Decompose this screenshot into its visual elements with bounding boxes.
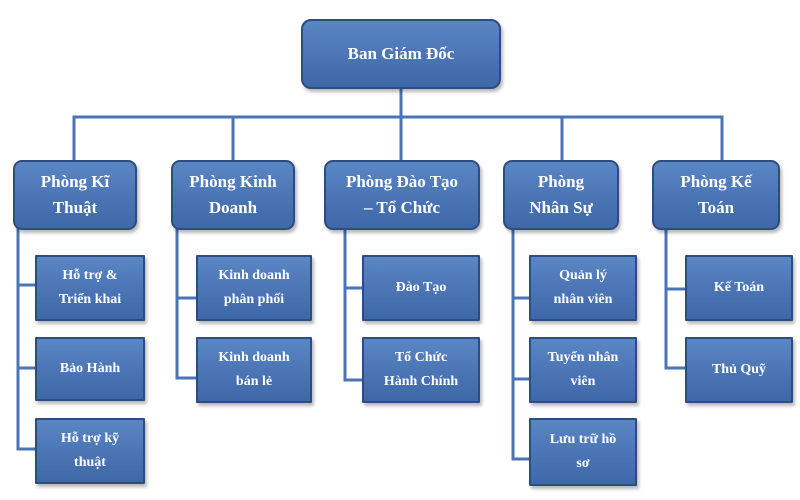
unit-quan-ly-nhan-vien: Quản lý nhân viên <box>529 255 637 321</box>
unit-ke-toan: Kế Toán <box>685 255 793 321</box>
unit-kinh-doanh-ban-le: Kinh doanh bán lẻ <box>196 337 312 403</box>
dept-dao-tao-to-chuc: Phòng Đào Tạo – Tổ Chức <box>324 160 480 230</box>
unit-luu-tru-ho-so: Lưu trữ hồ sơ <box>529 418 637 486</box>
unit-tuyen-nhan-vien: Tuyển nhân viên <box>529 337 637 403</box>
dept-kinh-doanh: Phòng Kinh Doanh <box>171 160 295 230</box>
unit-ho-tro-trien-khai: Hỗ trợ & Triển khai <box>35 255 145 321</box>
unit-ho-tro-ky-thuat: Hỗ trợ kỹ thuật <box>35 418 145 484</box>
unit-thu-quy: Thủ Quỹ <box>685 337 793 403</box>
unit-dao-tao: Đào Tạo <box>362 255 480 321</box>
unit-kinh-doanh-phan-phoi: Kinh doanh phân phối <box>196 255 312 321</box>
unit-bao-hanh: Bảo Hành <box>35 337 145 401</box>
root-node: Ban Giám Đốc <box>301 19 501 89</box>
unit-to-chuc-hanh-chinh: Tổ Chức Hành Chính <box>362 337 480 403</box>
dept-ki-thuat: Phòng Kĩ Thuật <box>13 160 137 230</box>
dept-nhan-su: Phòng Nhân Sự <box>503 160 619 230</box>
dept-ke-toan: Phòng Kế Toán <box>652 160 780 230</box>
